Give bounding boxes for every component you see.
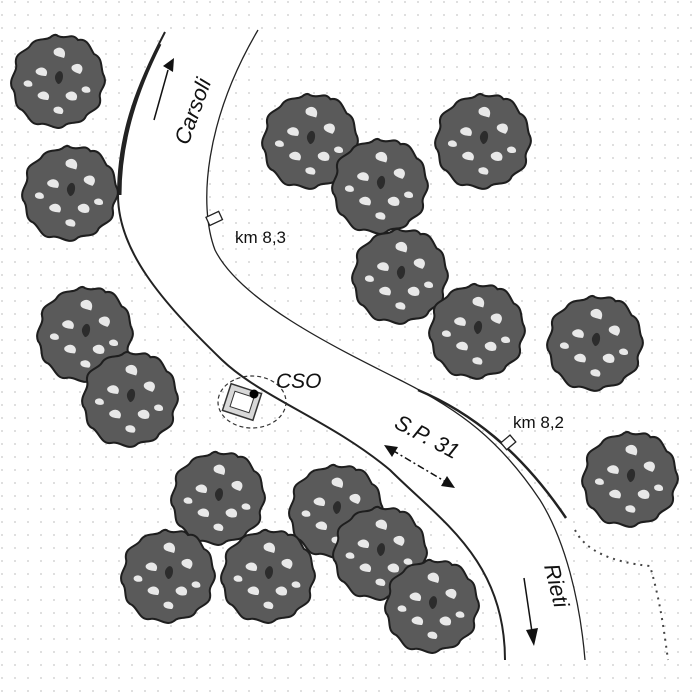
station-point-marker <box>249 389 259 399</box>
road-edge-west <box>116 31 506 661</box>
km-label-upper: km 8,3 <box>235 228 286 247</box>
km-marker-upper-icon <box>205 210 224 227</box>
arrow-to-rieti <box>523 577 538 646</box>
km-label-lower: km 8,2 <box>513 413 564 432</box>
direction-arrow-icon <box>163 58 174 72</box>
guardrail-east <box>417 388 568 519</box>
footpath <box>574 529 669 661</box>
direction-arrow-icon <box>441 476 455 488</box>
monitoring-station[interactable] <box>217 375 287 429</box>
station-label: CSO <box>276 370 322 393</box>
km-marker-lower-icon <box>499 434 517 451</box>
guardrail-west <box>118 43 162 196</box>
direction-arrow-icon <box>526 628 538 646</box>
road-edge-east <box>206 29 586 661</box>
arrow-to-carsoli <box>153 58 174 121</box>
direction-arrow-icon <box>384 445 398 457</box>
road-surface <box>118 30 585 660</box>
station-inner-box <box>229 390 255 414</box>
arrow-bidirectional-road <box>384 445 455 488</box>
station-area-outline <box>217 375 287 429</box>
